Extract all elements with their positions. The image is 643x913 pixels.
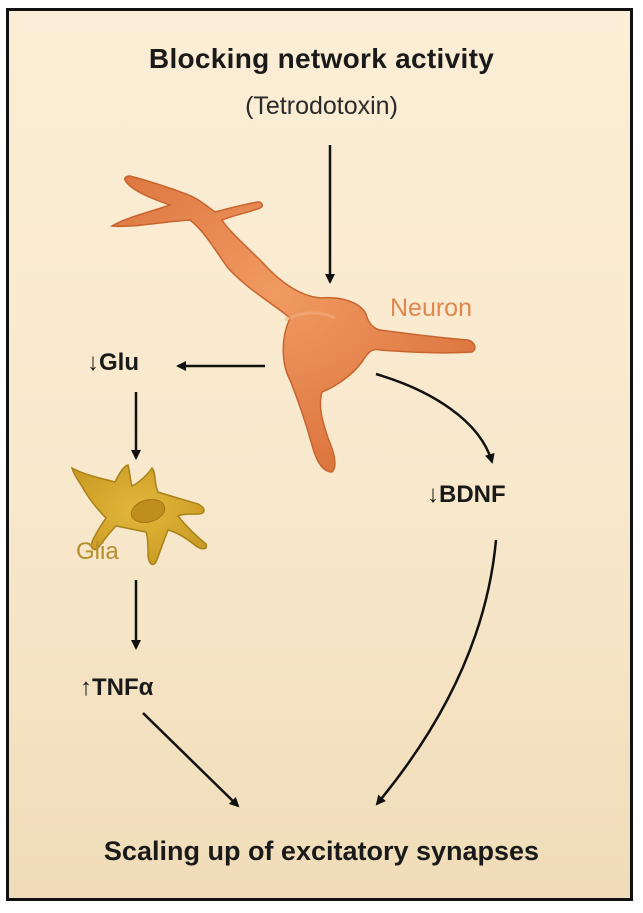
result-label: Scaling up of excitatory synapses	[103, 836, 540, 866]
glia-cell	[70, 464, 208, 566]
glu-decrease-label: ↓Glu	[87, 349, 139, 376]
tnf-alpha-increase-label: ↑TNFα	[80, 674, 154, 701]
neuron-body	[109, 175, 476, 473]
arrow-neuron-to-bdnf	[375, 372, 495, 464]
glia-nucleus	[130, 498, 166, 524]
diagram-subtitle: (Tetrodotoxin)	[245, 92, 398, 120]
glia-label: Glia	[76, 538, 119, 565]
arrow-bdnf-to-scaling	[375, 539, 498, 806]
neuron-cell	[109, 175, 476, 473]
neuron-label: Neuron	[390, 294, 472, 322]
arrow-tnf-to-scaling	[142, 712, 240, 808]
diagram-title: Blocking network activity	[148, 43, 495, 74]
bdnf-decrease-label: ↓BDNF	[427, 481, 506, 508]
